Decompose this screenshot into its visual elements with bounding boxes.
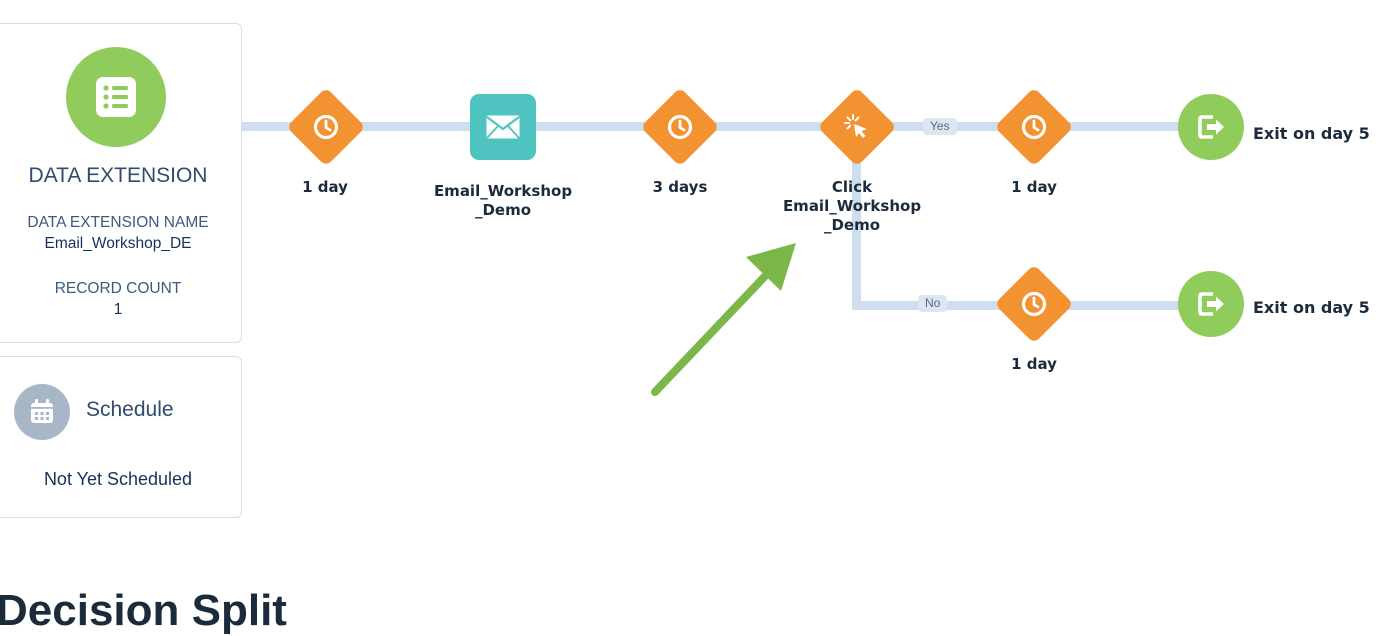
data-extension-name-label: DATA EXTENSION NAME [27,214,209,231]
data-extension-name-value: Email_Workshop_DE [44,235,192,252]
clock-icon [665,112,695,142]
record-count-value: 1 [113,301,123,318]
yes-wait-label: 1 day [1011,178,1057,196]
email-activity[interactable] [470,94,536,160]
list-icon [66,47,166,147]
exit-icon [1195,288,1227,320]
wait-2-label: 3 days [652,178,708,196]
email-activity-label: Email_Workshop _Demo [433,182,573,219]
no-wait-label: 1 day [1011,355,1057,373]
engagement-split-label: Click Email_Workshop _Demo [782,178,922,234]
yes-exit-label: Exit on day 5 [1253,124,1370,143]
wait-by-duration-activity-1[interactable] [286,87,366,167]
yes-wait-activity[interactable] [994,87,1074,167]
envelope-icon [485,114,521,140]
no-branch-tag: No [918,295,948,312]
exit-icon [1195,111,1227,143]
section-heading: Decision Split [0,586,287,635]
record-count-label: RECORD COUNT [54,280,182,297]
schedule-title: Schedule [86,398,174,421]
schedule-card[interactable]: Schedule Not Yet Scheduled [0,356,242,518]
annotation-arrow [651,243,796,396]
wait-by-duration-activity-2[interactable] [640,87,720,167]
yes-exit[interactable] [1178,94,1244,160]
clock-icon [1019,112,1049,142]
wait-1-label: 1 day [302,178,348,196]
yes-path-end [1060,122,1190,131]
engagement-split-activity[interactable] [817,87,897,167]
calendar-icon [14,384,70,440]
clock-icon [1019,289,1049,319]
schedule-status: Not Yet Scheduled [43,469,193,489]
no-branch-vertical-path [852,160,861,310]
no-exit-label: Exit on day 5 [1253,298,1370,317]
no-wait-activity[interactable] [994,264,1074,344]
yes-branch-tag: Yes [923,118,957,135]
entry-source-card[interactable]: DATA EXTENSION DATA EXTENSION NAME Email… [0,23,242,343]
cursor-click-icon [842,112,872,142]
no-exit[interactable] [1178,271,1244,337]
clock-icon [311,112,341,142]
entry-source-title: DATA EXTENSION [28,164,208,187]
